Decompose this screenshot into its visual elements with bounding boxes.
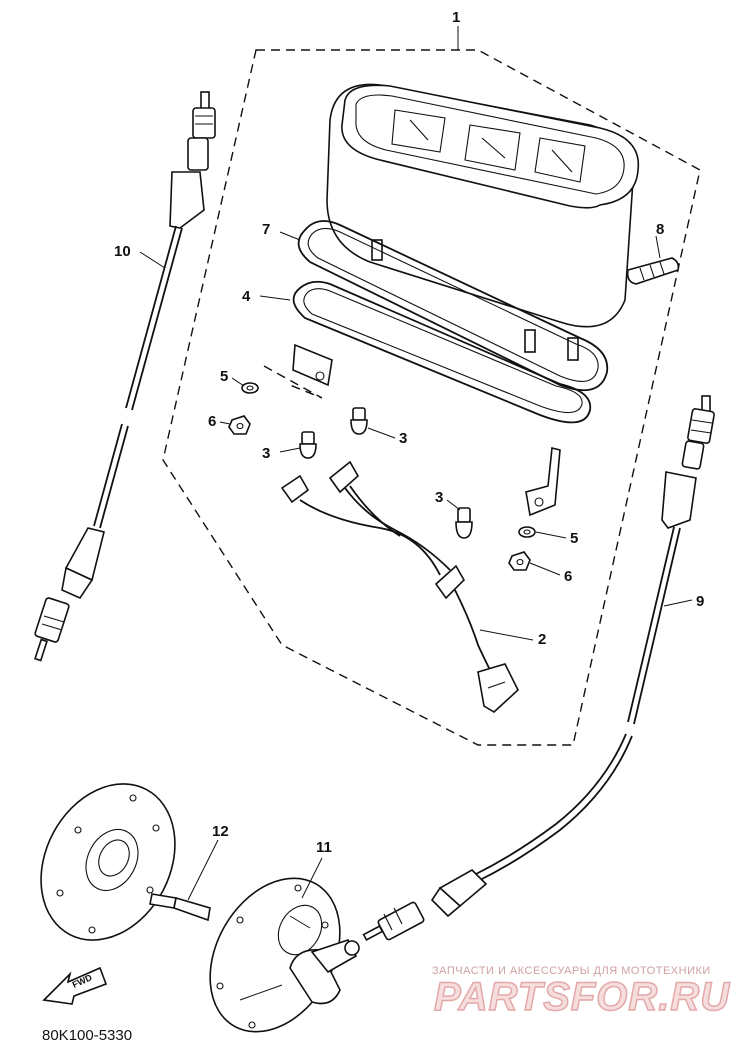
washer-right bbox=[518, 526, 536, 538]
callout-8: 8 bbox=[656, 221, 664, 238]
leader-3a bbox=[279, 447, 301, 453]
callout-5a: 5 bbox=[220, 368, 228, 385]
watermark-tagline: ЗАПЧАСТИ И АКСЕССУАРЫ ДЛЯ МОТОТЕХНИКИ bbox=[432, 965, 711, 977]
leader-10 bbox=[139, 251, 166, 269]
leader-11 bbox=[301, 857, 323, 899]
callout-10: 10 bbox=[114, 243, 131, 260]
leader-5a bbox=[231, 377, 245, 387]
bulb-b bbox=[350, 407, 368, 435]
leader-2 bbox=[479, 629, 534, 641]
gasket bbox=[297, 220, 609, 392]
callout-6a: 6 bbox=[208, 413, 216, 430]
watermark-brand: PARTSFOR.RU bbox=[434, 975, 730, 1019]
leader-4 bbox=[259, 295, 291, 301]
callout-1: 1 bbox=[452, 9, 460, 26]
hub-disc bbox=[40, 783, 176, 941]
leader-6a bbox=[219, 421, 231, 425]
callout-2: 2 bbox=[538, 631, 546, 648]
leader-8 bbox=[655, 235, 661, 259]
callout-6b: 6 bbox=[564, 568, 572, 585]
trip-reset-knob bbox=[626, 257, 680, 285]
leader-3b bbox=[367, 427, 396, 439]
sub-boundary bbox=[263, 365, 323, 399]
callout-9: 9 bbox=[696, 593, 704, 610]
speedometer-cable bbox=[34, 91, 216, 662]
callout-7: 7 bbox=[262, 221, 270, 238]
leader-12 bbox=[187, 839, 219, 901]
leader-9 bbox=[663, 599, 693, 607]
nut-left bbox=[228, 415, 251, 435]
callout-5b: 5 bbox=[570, 530, 578, 547]
callout-11: 11 bbox=[316, 839, 332, 856]
leader-3c bbox=[446, 499, 461, 511]
bulb-a bbox=[299, 431, 317, 459]
fwd-arrow: FWD bbox=[42, 966, 108, 1005]
washer-left bbox=[241, 382, 259, 394]
callout-3b: 3 bbox=[399, 430, 407, 447]
leader-7 bbox=[279, 231, 301, 241]
drawing-code: 80K100-5330 bbox=[42, 1027, 132, 1044]
bulb-c bbox=[455, 507, 473, 539]
assembly-boundary bbox=[162, 49, 701, 746]
leader-5b bbox=[535, 531, 567, 539]
meter-housing bbox=[326, 83, 640, 361]
wire-harness bbox=[280, 460, 519, 713]
callout-4: 4 bbox=[242, 288, 251, 305]
callout-3c: 3 bbox=[435, 489, 443, 506]
tachometer-cable bbox=[362, 395, 715, 941]
callout-12: 12 bbox=[212, 823, 229, 840]
meter-bracket bbox=[292, 280, 592, 517]
callout-3a: 3 bbox=[262, 445, 270, 462]
leader-6b bbox=[529, 562, 561, 576]
drive-shaft bbox=[149, 893, 211, 922]
nut-right bbox=[508, 551, 531, 571]
leader-11b bbox=[289, 915, 311, 929]
speedometer-gear-unit bbox=[209, 877, 360, 1033]
